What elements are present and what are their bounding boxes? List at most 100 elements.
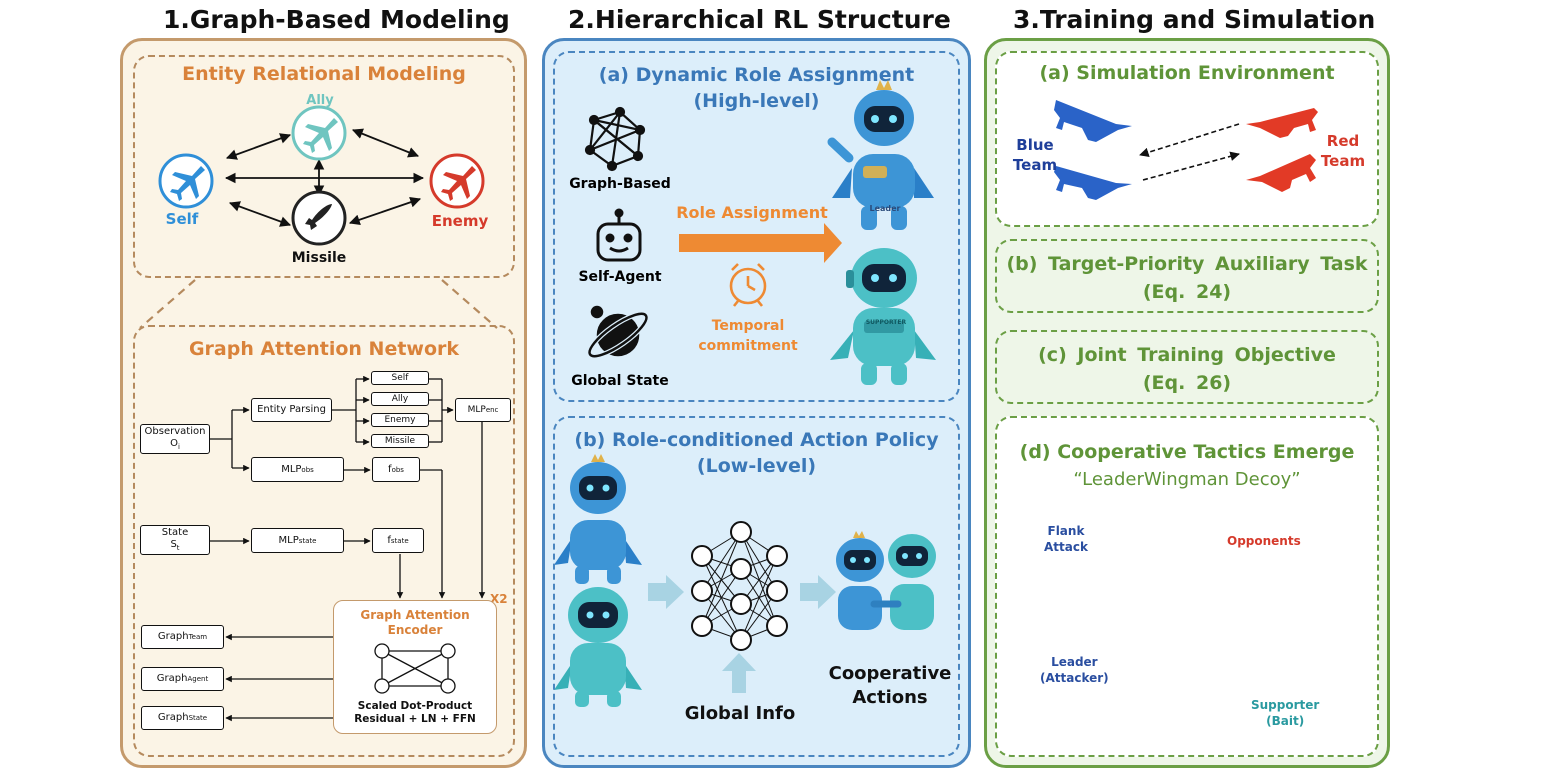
hrl-drawing (554, 80, 936, 707)
temporal-label-2: commitment (698, 338, 798, 354)
leader-attacker-label: Leader (Attacker) (1040, 654, 1109, 686)
missile-icon (305, 204, 332, 230)
self-node (158, 153, 214, 209)
flow-arrow-right (800, 575, 836, 609)
role-assignment-title-1: (a) Dynamic Role Assignment (598, 64, 915, 86)
target-priority-box (995, 239, 1379, 313)
cooperative-robots (836, 531, 936, 630)
encoder-title-1: Graph Attention (360, 608, 470, 622)
role-assignment-box (553, 51, 960, 402)
joint-objective-title-1: (c) Joint Training Objective (1038, 344, 1336, 366)
enemy-label: Enemy (431, 212, 489, 230)
cooperative-label-2: Actions (852, 687, 928, 708)
action-policy-title: (b) Role-conditioned Action Policy (Low-… (553, 427, 960, 479)
blue-jet-1 (1054, 100, 1132, 142)
role-assignment-arrow (679, 223, 842, 263)
supporter-bait-label: Supporter (Bait) (1251, 697, 1319, 729)
ally-label: Ally (306, 93, 334, 108)
tactics-title: (d) Cooperative Tactics Emerge “LeaderWi… (995, 438, 1379, 494)
graph-based-label: Graph-Based (569, 176, 671, 192)
joint-objective-title-2: (Eq. 26) (1142, 372, 1232, 394)
lower-supporter-robot (554, 587, 642, 707)
sim-env-title: (a) Simulation Environment (1039, 62, 1335, 84)
supporter-label-2: (Bait) (1266, 714, 1305, 728)
joint-objective-title: (c) Joint Training Objective (Eq. 26) (995, 341, 1379, 397)
red-jet-2 (1246, 154, 1316, 192)
enemy-jet-icon (441, 166, 476, 201)
flow-arrow-left (648, 575, 684, 609)
section-2-title: 2.Hierarchical RL Structure (568, 5, 951, 34)
state-symbol: St (170, 538, 180, 552)
gat-title: Graph Attention Network (188, 338, 460, 360)
blue-team-label: Blue Team (1010, 135, 1060, 175)
section-3-title: 3.Training and Simulation (1013, 5, 1376, 34)
action-policy-title-2: (Low-level) (696, 455, 817, 477)
cooperative-label-1: Cooperative (828, 663, 952, 684)
supporter-label-1: Supporter (1251, 698, 1320, 712)
blue-jet-2 (1054, 166, 1132, 200)
joint-objective-box (995, 330, 1379, 404)
self-jet-icon (170, 166, 205, 201)
self-agent-label: Self-Agent (578, 269, 662, 285)
flank-attack-label: Flank Attack (1044, 523, 1088, 555)
blue-team-label-1: Blue (1016, 136, 1054, 154)
entity-self-box: Self (371, 371, 429, 385)
leader-badge: Leader (869, 204, 901, 213)
observation-box: Observation Oi (140, 424, 210, 454)
temporal-commitment-label: Temporal commitment (693, 316, 803, 356)
opponents-label: Opponents (1227, 534, 1301, 548)
self-agent-icon (596, 208, 642, 262)
ally-jet-icon (303, 118, 338, 153)
cooperative-actions-label: Cooperative Actions (820, 662, 960, 710)
tactics-title-2: “LeaderWingman Decoy” (1073, 469, 1301, 490)
state-label: State (161, 526, 189, 538)
red-jet-1 (1246, 108, 1318, 138)
temporal-label-1: Temporal (711, 318, 785, 334)
global-info-label: Global Info (684, 703, 796, 724)
alarm-clock-icon (729, 263, 767, 307)
entity-ally-box: Ally (371, 392, 429, 406)
gat-connectors (209, 375, 486, 722)
supporter-robot (830, 248, 936, 385)
graph-attention-encoder: Graph Attention Encoder Scaled Dot-Produ… (333, 600, 497, 734)
action-policy-box (553, 416, 960, 757)
section-1-title: 1.Graph-Based Modeling (163, 5, 510, 34)
role-assignment-label: Role Assignment (676, 203, 828, 222)
graph-based-icon (584, 106, 646, 172)
encoder-graph-icon (374, 643, 456, 694)
state-box: State St (140, 525, 210, 555)
entity-parsing-box: Entity Parsing (251, 398, 332, 422)
sim-env-box (995, 51, 1379, 227)
blue-team-label-2: Team (1012, 156, 1058, 174)
missile-label: Missile (291, 250, 347, 266)
encoder-residual: Residual + LN + FFN (354, 713, 476, 725)
tactics-title-1: (d) Cooperative Tactics Emerge (1019, 441, 1355, 463)
supporter-badge: SUPPORTER (865, 319, 907, 326)
enemy-node (429, 153, 485, 209)
encoder-title-2: Encoder (387, 623, 443, 637)
role-assignment-title-2: (High-level) (693, 90, 820, 112)
encoder-scaled-dot: Scaled Dot-Product (357, 700, 473, 712)
action-policy-title-1: (b) Role-conditioned Action Policy (574, 429, 939, 451)
leader-robot (827, 80, 934, 230)
entity-graph-svg (139, 105, 498, 329)
self-label: Self (165, 210, 199, 228)
lower-leader-robot (554, 454, 642, 584)
red-team-label-2: Team (1320, 152, 1366, 170)
entity-enemy-box: Enemy (371, 413, 429, 427)
tactics-box (995, 416, 1379, 757)
flank-label-1: Flank (1047, 524, 1085, 538)
observation-label: Observation (144, 425, 206, 437)
neural-network-icon (691, 521, 788, 651)
leader-label-2: (Attacker) (1040, 671, 1109, 685)
missile-node (291, 190, 347, 246)
red-team-label: Red Team (1318, 131, 1368, 171)
target-priority-title: (b) Target-Priority Auxiliary Task (Eq. … (995, 250, 1379, 306)
entity-modeling-box (133, 55, 515, 278)
